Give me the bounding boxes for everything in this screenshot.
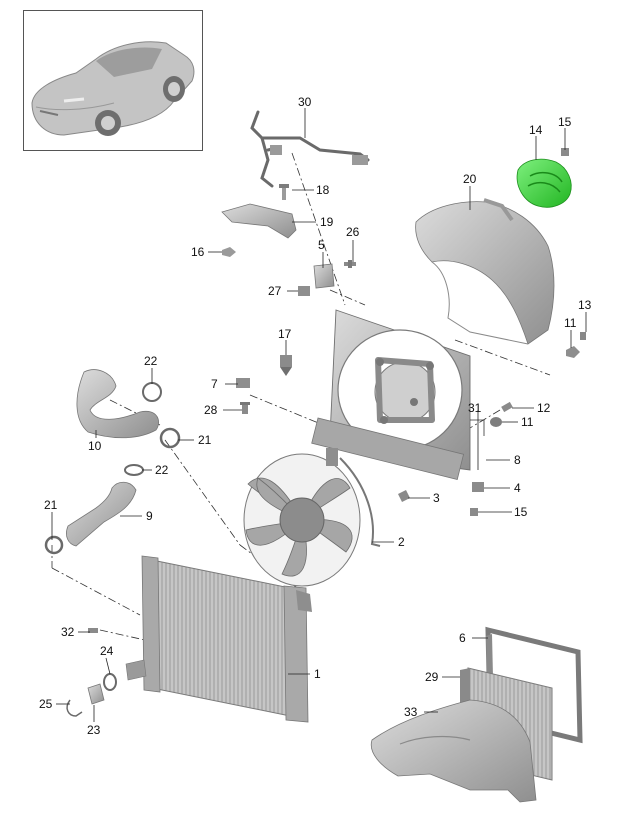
- callout-31: 31: [468, 401, 482, 415]
- callout-15-bottom: 15: [514, 505, 528, 519]
- callout-11-top: 11: [564, 316, 577, 330]
- callout-2: 2: [398, 535, 405, 549]
- part-4-holder: [472, 482, 484, 492]
- callout-18: 18: [316, 183, 330, 197]
- part-30-sensor-cable: [250, 110, 370, 188]
- callout-28: 28: [204, 403, 218, 417]
- part-28-screw: [240, 402, 250, 414]
- callout-33: 33: [404, 705, 418, 719]
- callout-6: 6: [459, 631, 466, 645]
- part-30-connector: [270, 145, 282, 155]
- part-18-screw: [279, 184, 289, 200]
- callout-21-bottom: 21: [44, 498, 58, 512]
- part-23-connector: [87, 683, 105, 705]
- callout-22-bottom: 22: [155, 463, 169, 477]
- part-31-bracket-lines: [470, 419, 485, 436]
- part-26-screw: [344, 260, 356, 268]
- callout-19: 19: [320, 215, 334, 229]
- callout-17: 17: [278, 327, 292, 341]
- part-2-fan: [243, 448, 381, 587]
- part-32-screw: [88, 628, 98, 633]
- callout-20: 20: [463, 172, 477, 186]
- part-15-clip-top: [561, 148, 569, 156]
- part-20-shroud-cover: [415, 201, 555, 345]
- callout-15-top: 15: [558, 115, 572, 129]
- part-1-radiator: [125, 555, 312, 723]
- car-thumbnail-icon: [31, 41, 195, 136]
- callout-29: 29: [425, 670, 439, 684]
- callout-23: 23: [87, 723, 101, 737]
- callout-21-top: 21: [198, 433, 212, 447]
- callout-3: 3: [433, 491, 440, 505]
- part-21-clamp-bottom: [44, 535, 64, 555]
- callout-32: 32: [61, 625, 75, 639]
- part-7-holder: [236, 378, 250, 388]
- part-10-hose: [76, 369, 159, 439]
- part-5-holder: [313, 263, 335, 289]
- callout-1: 1: [314, 667, 321, 681]
- callout-7: 7: [211, 377, 218, 391]
- part-22-ring-top: [142, 382, 162, 402]
- part-22-ring-bottom: [124, 464, 144, 476]
- part-15-clip-bottom: [470, 508, 478, 516]
- part-17-clip: [280, 355, 292, 376]
- part-3-nut: [398, 490, 410, 502]
- callout-5: 5: [318, 238, 325, 252]
- callout-4: 4: [514, 481, 521, 495]
- callout-22-top: 22: [144, 354, 158, 368]
- callout-27: 27: [268, 284, 282, 298]
- part-27-clip: [298, 286, 310, 296]
- callout-8: 8: [514, 453, 521, 467]
- part-12-screw: [501, 401, 513, 413]
- callout-10: 10: [88, 439, 102, 453]
- part-21-clamp-top: [159, 427, 181, 449]
- callout-26: 26: [346, 225, 360, 239]
- callout-24: 24: [100, 644, 114, 658]
- part-19-bracket: [221, 203, 297, 239]
- callout-13: 13: [578, 298, 592, 312]
- callout-30: 30: [298, 95, 312, 109]
- part-25-clip: [66, 699, 83, 717]
- callout-25: 25: [39, 697, 53, 711]
- part-24-ring: [103, 673, 117, 691]
- part-9-hose: [66, 481, 137, 547]
- callout-14: 14: [529, 123, 543, 137]
- part-8-fan-frame: [311, 309, 471, 481]
- callout-16: 16: [191, 245, 205, 259]
- callout-12: 12: [537, 401, 551, 415]
- callout-11-right: 11: [521, 415, 534, 429]
- callout-9: 9: [146, 509, 153, 523]
- part-33-air-duct: [370, 699, 537, 803]
- part-30-plug: [352, 155, 368, 165]
- part-11-nut-top: [566, 346, 580, 358]
- callout-leaders: [51, 108, 587, 722]
- part-11-nut-right: [490, 417, 502, 427]
- vehicle-thumbnail: [23, 10, 203, 151]
- part-16-nut: [222, 247, 236, 257]
- part-13-screw: [580, 332, 586, 340]
